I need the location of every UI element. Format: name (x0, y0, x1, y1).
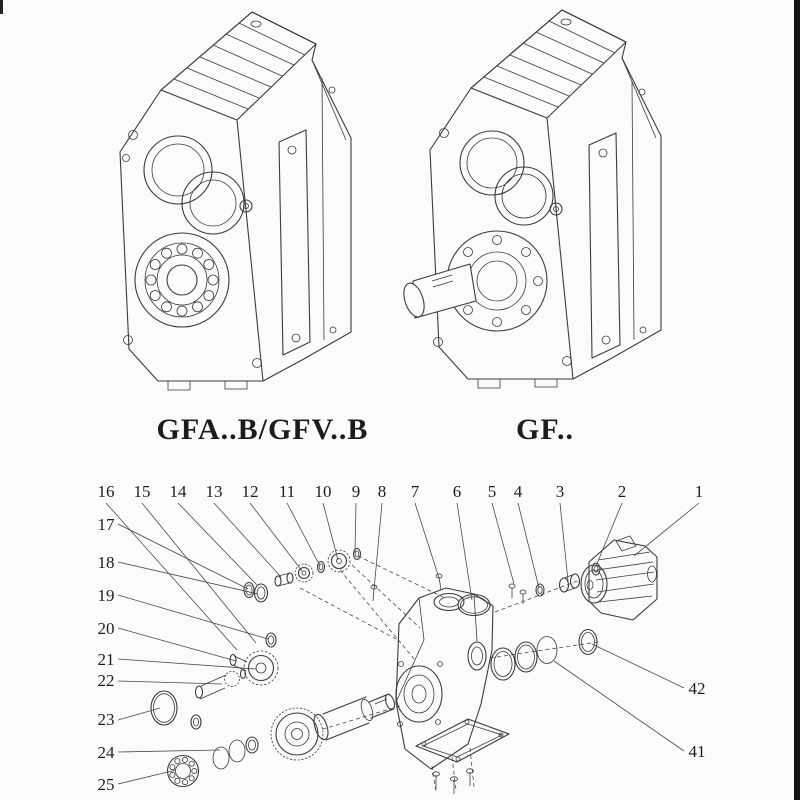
leader-lines (105, 502, 700, 785)
callout-25: 25 (97, 775, 115, 794)
flange-bolt-holes (451, 235, 543, 327)
callout-24: 24 (97, 743, 115, 762)
callout-17: 17 (97, 515, 115, 534)
callout-11: 11 (278, 482, 296, 501)
bearing-balls (145, 243, 219, 317)
callout-5: 5 (487, 482, 497, 501)
callout-10: 10 (314, 482, 332, 501)
input-shaft-parts (243, 547, 443, 603)
output-shaft-front (403, 263, 477, 319)
callout-7: 7 (410, 482, 420, 501)
callout-20: 20 (97, 619, 115, 638)
callout-16: 16 (97, 482, 115, 501)
cover-and-seal-parts (457, 562, 601, 681)
output-bearing (166, 754, 200, 788)
gear-train-parts (150, 632, 279, 770)
callout-42: 42 (688, 679, 706, 698)
callout-12: 12 (241, 482, 259, 501)
callout-23: 23 (97, 710, 115, 729)
callout-22: 22 (97, 671, 115, 690)
callout-13: 13 (205, 482, 223, 501)
callout-18: 18 (97, 553, 115, 572)
callout-1: 1 (694, 482, 704, 501)
gearbox-drawing-left (119, 11, 352, 391)
exploded-output-shaft (313, 693, 396, 741)
callout-14: 14 (169, 482, 187, 501)
callout-15: 15 (133, 482, 151, 501)
callout-41: 41 (688, 742, 706, 761)
gasket (415, 718, 510, 763)
scan-border-right (794, 0, 800, 800)
housing (395, 587, 494, 770)
scan-mark-top-left (0, 0, 3, 14)
motor (580, 535, 658, 621)
model-label-gf: GF.. (516, 413, 574, 446)
gearbox-drawing-right (403, 9, 662, 389)
callout-21: 21 (97, 650, 115, 669)
model-label-gfab-gfvb: GFA..B/GFV..B (156, 413, 369, 446)
callout-9: 9 (351, 482, 361, 501)
housing-bolts (432, 768, 474, 794)
callout-3: 3 (555, 482, 565, 501)
callout-4: 4 (513, 482, 523, 501)
callout-6: 6 (452, 482, 462, 501)
callout-8: 8 (377, 482, 387, 501)
assembly-axis-lines (299, 555, 599, 793)
callout-19: 19 (97, 586, 115, 605)
callout-2: 2 (617, 482, 627, 501)
exploded-view-drawing (105, 502, 700, 794)
